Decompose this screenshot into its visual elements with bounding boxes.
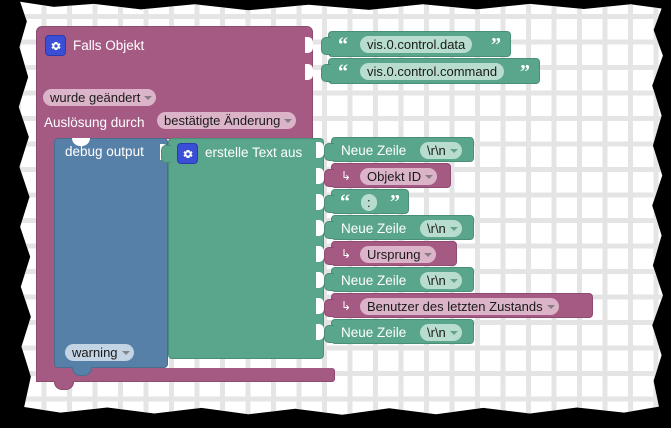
puzzle-tab-icon bbox=[321, 37, 331, 55]
event-block-title: Falls Objekt bbox=[73, 38, 145, 53]
join-socket-5[interactable] bbox=[316, 246, 324, 262]
puzzle-tab-icon bbox=[324, 273, 334, 291]
debug-level-dropdown[interactable]: warning bbox=[65, 344, 134, 361]
join-item-5-field[interactable]: Ursprung bbox=[360, 246, 437, 263]
trigger-dropdown-value: bestätigte Änderung bbox=[164, 113, 281, 128]
puzzle-tab-icon bbox=[324, 299, 334, 317]
event-block-falls-objekt[interactable]: Falls Objekt wurde geändert Auslösung du… bbox=[36, 26, 313, 139]
join-socket-6[interactable] bbox=[316, 272, 324, 288]
join-item-6-label: Neue Zeile bbox=[341, 273, 407, 288]
join-item-3-value: : bbox=[367, 195, 371, 210]
join-item-2-value: Objekt ID bbox=[367, 169, 422, 184]
quote-close-icon: ” bbox=[520, 61, 530, 83]
join-item-variable-ursprung[interactable]: ↳ Ursprung bbox=[324, 241, 457, 266]
object-2-value-field[interactable]: vis.0.control.command bbox=[360, 63, 505, 80]
chevron-down-icon bbox=[449, 148, 458, 153]
join-item-4-label: Neue Zeile bbox=[341, 221, 407, 236]
join-socket-4[interactable] bbox=[316, 220, 324, 236]
join-socket-2[interactable] bbox=[316, 168, 324, 184]
join-item-1-field[interactable]: \r\n bbox=[420, 142, 462, 159]
event-block-bottom-notch bbox=[54, 381, 74, 390]
join-socket-7[interactable] bbox=[316, 298, 324, 314]
debug-block-top-notch bbox=[72, 138, 90, 146]
puzzle-tab-icon bbox=[324, 325, 334, 343]
join-item-6-value: \r\n bbox=[427, 273, 446, 288]
join-item-3-field[interactable]: : bbox=[361, 194, 377, 211]
puzzle-tab-icon bbox=[324, 143, 334, 161]
join-item-6-field[interactable]: \r\n bbox=[420, 272, 462, 289]
puzzle-tab-icon bbox=[321, 64, 331, 82]
join-item-newline-1[interactable]: Neue Zeile \r\n bbox=[324, 137, 474, 162]
gear-icon[interactable] bbox=[45, 35, 66, 56]
object-input-socket-1[interactable] bbox=[305, 37, 313, 53]
quote-open-icon: “ bbox=[338, 34, 348, 56]
object-1-value: vis.0.control.data bbox=[367, 37, 466, 52]
puzzle-tab-icon bbox=[161, 145, 171, 163]
puzzle-tab-icon bbox=[324, 169, 334, 187]
join-socket-8[interactable] bbox=[316, 324, 324, 340]
quote-close-icon: ” bbox=[390, 191, 400, 213]
debug-level-value: warning bbox=[72, 345, 118, 360]
join-item-newline-2[interactable]: Neue Zeile \r\n bbox=[324, 215, 474, 240]
chevron-down-icon bbox=[144, 95, 153, 100]
trigger-label: Auslösung durch bbox=[44, 115, 145, 130]
join-item-8-field[interactable]: \r\n bbox=[420, 324, 462, 341]
puzzle-tab-icon bbox=[324, 195, 334, 213]
join-item-variable-benutzer[interactable]: ↳ Benutzer des letzten Zustands bbox=[324, 293, 593, 318]
puzzle-tab-icon bbox=[324, 247, 334, 265]
chevron-down-icon bbox=[284, 118, 293, 123]
puzzle-tab-icon bbox=[324, 221, 334, 239]
chevron-down-icon bbox=[546, 304, 555, 309]
text-join-label: erstelle Text aus bbox=[205, 145, 303, 160]
join-item-1-value: \r\n bbox=[427, 143, 446, 158]
chevron-down-icon bbox=[449, 226, 458, 231]
debug-output-block[interactable]: debug output warning bbox=[54, 138, 168, 368]
debug-output-label: debug output bbox=[65, 144, 144, 159]
condition-dropdown[interactable]: wurde geändert bbox=[43, 89, 157, 106]
join-item-5-value: Ursprung bbox=[367, 247, 421, 262]
chevron-down-icon bbox=[425, 174, 434, 179]
condition-dropdown-value: wurde geändert bbox=[50, 90, 141, 105]
chevron-down-icon bbox=[449, 278, 458, 283]
object-2-value: vis.0.control.command bbox=[367, 64, 498, 79]
variable-arrow-icon: ↳ bbox=[341, 169, 352, 183]
object-1-value-field[interactable]: vis.0.control.data bbox=[360, 36, 473, 53]
join-socket-1[interactable] bbox=[316, 142, 324, 158]
variable-arrow-icon: ↳ bbox=[341, 247, 352, 261]
text-block-object-1[interactable]: “ vis.0.control.data ” bbox=[321, 31, 511, 57]
join-item-7-value: Benutzer des letzten Zustands bbox=[367, 299, 543, 314]
quote-open-icon: “ bbox=[338, 61, 348, 83]
join-item-8-value: \r\n bbox=[427, 325, 446, 340]
join-item-4-value: \r\n bbox=[427, 221, 446, 236]
join-item-8-label: Neue Zeile bbox=[341, 325, 407, 340]
chevron-down-icon bbox=[424, 252, 433, 257]
text-join-block[interactable]: erstelle Text aus bbox=[161, 138, 324, 359]
join-item-7-field[interactable]: Benutzer des letzten Zustands bbox=[360, 298, 559, 315]
object-input-socket-2[interactable] bbox=[305, 64, 313, 80]
chevron-down-icon bbox=[121, 350, 130, 355]
join-item-4-field[interactable]: \r\n bbox=[420, 220, 462, 237]
trigger-dropdown[interactable]: bestätigte Änderung bbox=[157, 112, 297, 129]
variable-arrow-icon: ↳ bbox=[341, 299, 352, 313]
join-item-newline-3[interactable]: Neue Zeile \r\n bbox=[324, 267, 474, 292]
join-item-string-colon[interactable]: “ : ” bbox=[324, 189, 409, 214]
join-socket-3[interactable] bbox=[316, 194, 324, 210]
join-item-variable-objekt-id[interactable]: ↳ Objekt ID bbox=[324, 163, 451, 188]
gear-icon[interactable] bbox=[177, 143, 198, 164]
text-block-object-2[interactable]: “ vis.0.control.command ” bbox=[321, 58, 540, 84]
chevron-down-icon bbox=[449, 330, 458, 335]
event-block-footer bbox=[36, 368, 335, 382]
quote-close-icon: ” bbox=[491, 34, 501, 56]
join-item-newline-4[interactable]: Neue Zeile \r\n bbox=[324, 319, 474, 344]
quote-open-icon: “ bbox=[340, 191, 350, 213]
join-item-1-label: Neue Zeile bbox=[341, 143, 407, 158]
join-item-2-field[interactable]: Objekt ID bbox=[360, 168, 438, 185]
